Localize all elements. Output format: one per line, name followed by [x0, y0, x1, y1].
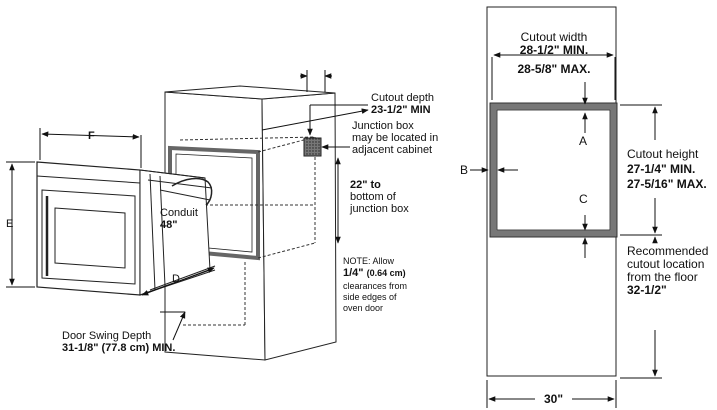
cutout-depth-label: Cutout depth	[371, 92, 434, 104]
cabinet-outline	[486, 6, 617, 377]
junction-box	[303, 137, 322, 157]
cabinet-side	[261, 92, 337, 361]
location-line3: from the floor	[627, 270, 698, 284]
cutout-height-max: 27-5/16" MAX.	[627, 177, 707, 191]
marker-a: A	[579, 134, 588, 148]
cutout-width-min: 28-1/2" MIN.	[519, 43, 589, 57]
note-value: 1/4" (0.64 cm)	[343, 267, 406, 279]
cabinet-drawing	[36, 85, 337, 361]
note-line2: clearances from	[343, 281, 408, 291]
location-line1: Recommended	[627, 244, 709, 258]
note-line3: side edges of	[343, 292, 397, 302]
dimension-f-label: F	[88, 130, 95, 142]
location-line2: cutout location	[627, 257, 705, 271]
junction-box-line3: adjacent cabinet	[352, 144, 433, 156]
cabinet-top	[164, 85, 336, 100]
door-swing-value: 31-1/8" (77.8 cm) MIN.	[62, 342, 176, 354]
cutout-depth-value: 23-1/2" MIN	[371, 104, 431, 116]
cutout-height-min: 27-1/4" MIN.	[627, 162, 696, 176]
door-swing-leader	[160, 311, 186, 341]
door-swing-label: Door Swing Depth	[62, 330, 152, 342]
junction-box-line2: may be located in	[352, 132, 439, 144]
cutout-height-label: Cutout height	[627, 147, 699, 161]
dimension-e	[6, 161, 35, 288]
dimension-f	[39, 128, 142, 168]
marker-b: B	[460, 163, 469, 177]
oven-window	[54, 207, 126, 269]
dimension-e-label: E	[6, 218, 14, 230]
dimension-d-label: D	[172, 273, 180, 285]
location-value: 32-1/2"	[627, 283, 667, 297]
dimension-d	[141, 267, 215, 296]
right-dimensions	[470, 52, 662, 408]
conduit-cable	[171, 177, 213, 206]
dimension-cutout-depth	[261, 70, 369, 136]
junction-height-line3: junction box	[350, 203, 409, 215]
conduit-length: 48"	[160, 219, 178, 231]
cabinet-width-label: 30"	[543, 392, 564, 406]
junction-height-line2: bottom of	[350, 191, 396, 203]
cutout-width-max: 28-5/8" MAX.	[517, 62, 591, 76]
note-line4: oven door	[343, 303, 384, 313]
cutout-outline	[489, 102, 618, 238]
junction-height-value: 22" to	[350, 179, 381, 191]
conduit-label: Conduit	[160, 207, 198, 219]
cutout-width-label: Cutout width	[520, 30, 588, 44]
wall-cabinet-front	[486, 6, 618, 377]
note-line1: NOTE: Allow	[343, 256, 395, 266]
marker-c: C	[579, 192, 588, 206]
junction-box-line1: Junction box	[352, 120, 414, 132]
